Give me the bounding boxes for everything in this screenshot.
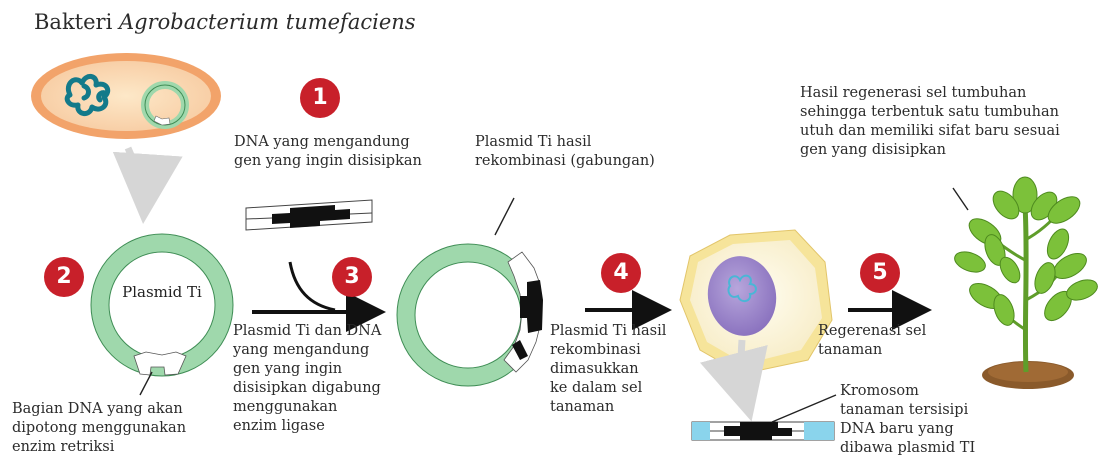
- step-1-badge: 1: [300, 78, 340, 118]
- chromosome-label: Kromosom tanaman tersisipi DNA baru yang…: [840, 382, 975, 458]
- arrow-step3-curve: [290, 262, 335, 310]
- cut-part-label: Bagian DNA yang akan dipotong menggunaka…: [12, 400, 186, 457]
- step-5-badge: 5: [860, 253, 900, 293]
- chromosome: [692, 422, 834, 440]
- step-4-badge: 4: [601, 253, 641, 293]
- plant-cell: [680, 230, 832, 374]
- ligase-label: Plasmid Ti dan DNA yang mengandung gen y…: [233, 322, 381, 436]
- plasmid-recombined-label: Plasmid Ti hasil rekombinasi (gabungan): [475, 133, 655, 171]
- regeneration-label: Regerenasi sel tanaman: [818, 322, 926, 360]
- arrow-bacterium-to-plasmid: [128, 148, 144, 210]
- step-2-badge: 2: [44, 257, 84, 297]
- plasmid-label: Plasmid Ti: [122, 283, 202, 302]
- dna-gene-label: DNA yang mengandung gen yang ingin disis…: [234, 133, 422, 171]
- dna-fragment: [246, 200, 372, 230]
- plasmid-ti: [91, 234, 233, 376]
- plasmid-recombined: [397, 244, 543, 386]
- bacterium: [31, 53, 221, 139]
- inserted-label: Plasmid Ti hasil rekombinasi dimasukkan …: [550, 322, 666, 417]
- result-label: Hasil regenerasi sel tumbuhan sehingga t…: [800, 84, 1060, 160]
- step-3-badge: 3: [332, 257, 372, 297]
- plant: [952, 177, 1100, 389]
